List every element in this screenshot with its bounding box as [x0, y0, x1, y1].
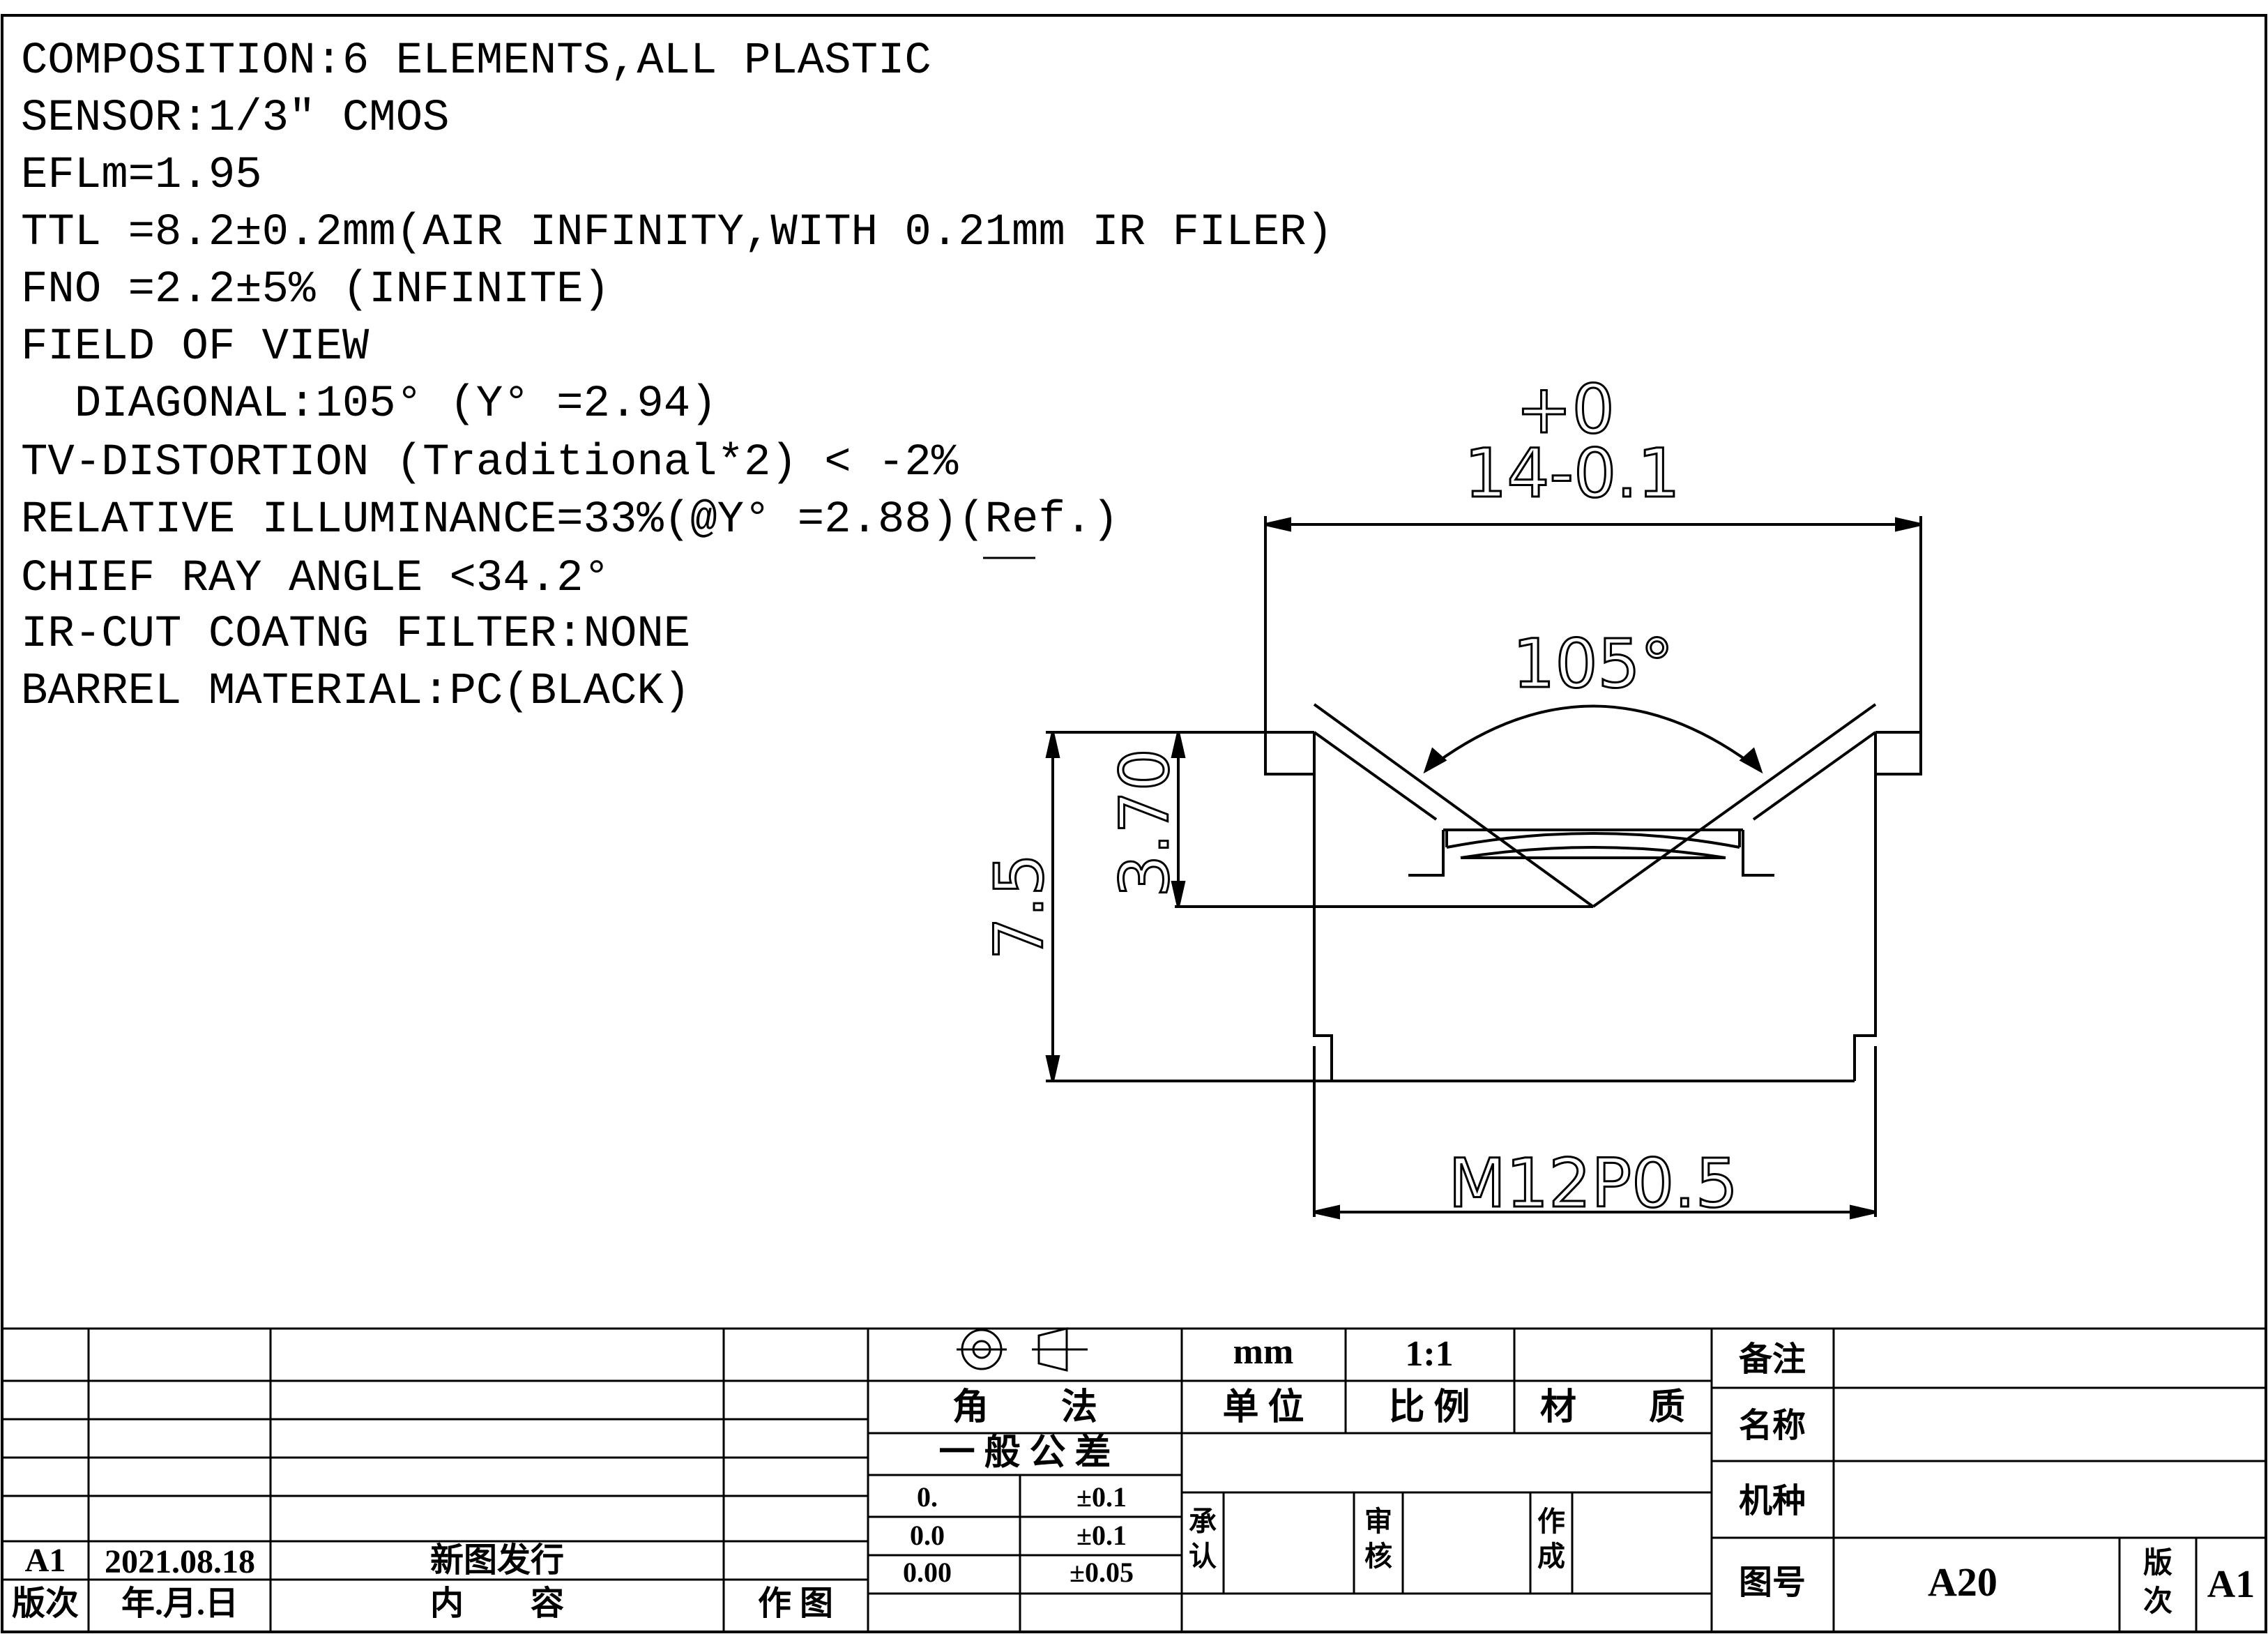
made-label-2: 成: [1537, 1541, 1565, 1572]
spec-list: COMPOSITION:6 ELEMENTS,ALL PLASTIC SENSO…: [21, 36, 1333, 717]
angle-dimension: 105°: [1512, 625, 1673, 703]
tolerance-value-0: ±0.1: [1076, 1481, 1127, 1513]
made-label-1: 作: [1537, 1506, 1565, 1537]
spec-line-fov: FIELD OF VIEW: [21, 322, 370, 372]
total-height-dimension: 7.5: [980, 854, 1058, 960]
header-content: 内 容: [430, 1585, 564, 1622]
lens-barrel-drawing: [1046, 516, 1922, 1217]
spec-line-diagonal: DIAGONAL:105° (Y° =2.94): [21, 379, 717, 430]
tolerance-format-1: 0.0: [910, 1520, 945, 1551]
header-revision: 版次: [12, 1585, 79, 1622]
spec-line-sensor: SENSOR:1/3″ CMOS: [21, 93, 450, 144]
tolerance-format-2: 0.00: [903, 1557, 952, 1588]
revision-content: 新图发行: [430, 1542, 564, 1579]
review-label-2: 核: [1364, 1541, 1392, 1572]
drawing-no-label: 图号: [1739, 1564, 1806, 1601]
name-label: 名称: [1739, 1407, 1806, 1444]
width-tolerance: +0: [1516, 370, 1615, 448]
inner-height-dimension: 3.70: [1106, 748, 1184, 898]
spec-line-distortion: TV-DISTORTION (Traditional*2) < -2%: [21, 438, 959, 488]
thread-dimension: [1314, 1204, 1876, 1220]
revision-date: 2021.08.18: [105, 1543, 255, 1580]
review-label-1: 审: [1364, 1506, 1392, 1537]
unit-value: mm: [1233, 1332, 1294, 1372]
header-drawn: 作 图: [758, 1585, 833, 1622]
version-value: A1: [2207, 1563, 2255, 1606]
spec-line-barrel: BARREL MATERIAL:PC(BLACK): [21, 667, 690, 717]
scale-value: 1:1: [1405, 1334, 1453, 1374]
version-label-1: 版: [2143, 1547, 2172, 1580]
spec-line-fno: FNO =2.2±5% (INFINITE): [21, 265, 610, 315]
projection-label: 角 法: [952, 1387, 1097, 1428]
spec-line-efl: EFLm=1.95: [21, 151, 262, 201]
spec-line-cra: CHIEF RAY ANGLE <34.2°: [21, 554, 610, 604]
drawing-no-value: A20: [1928, 1559, 1997, 1605]
vertical-dimensions: [1045, 732, 1186, 1082]
material-label: 材 质: [1540, 1387, 1685, 1428]
spec-line-illuminance: RELATIVE ILLUMINANCE=33%(@Y° =2.88)(Ref.…: [21, 495, 1119, 545]
width-dimension: 14-0.1: [1464, 434, 1680, 513]
remark-label: 备注: [1739, 1341, 1806, 1378]
spec-line-ttl: TTL =8.2±0.2mm(AIR INFINITY,WITH 0.21mm …: [21, 208, 1333, 258]
tolerance-format-0: 0.: [917, 1481, 938, 1513]
tolerance-label: 一 般 公 差: [938, 1432, 1111, 1473]
model-label: 机种: [1739, 1483, 1806, 1520]
approve-label-2: 认: [1189, 1541, 1217, 1572]
version-label-2: 次: [2143, 1585, 2172, 1618]
revision-value: A1: [25, 1542, 66, 1579]
projection-symbol-icon: [957, 1327, 1088, 1372]
thread-label: M12P0.5: [1448, 1144, 1738, 1223]
approve-label-1: 承: [1189, 1506, 1217, 1537]
title-block-text: A1 2021.08.18 新图发行 版次 年.月.日 内 容 作 图 角 法 …: [12, 1332, 2255, 1622]
scale-label: 比 例: [1388, 1387, 1470, 1428]
header-date: 年.月.日: [121, 1585, 238, 1622]
tolerance-value-2: ±0.05: [1070, 1557, 1134, 1588]
tolerance-value-1: ±0.1: [1076, 1520, 1127, 1551]
drawing-border: [1, 14, 2267, 1633]
spec-line-composition: COMPOSITION:6 ELEMENTS,ALL PLASTIC: [21, 36, 931, 86]
unit-label: 单 位: [1222, 1387, 1304, 1428]
spec-line-ircut: IR-CUT COATNG FILTER:NONE: [21, 610, 690, 660]
title-block: [2, 1327, 2266, 1632]
